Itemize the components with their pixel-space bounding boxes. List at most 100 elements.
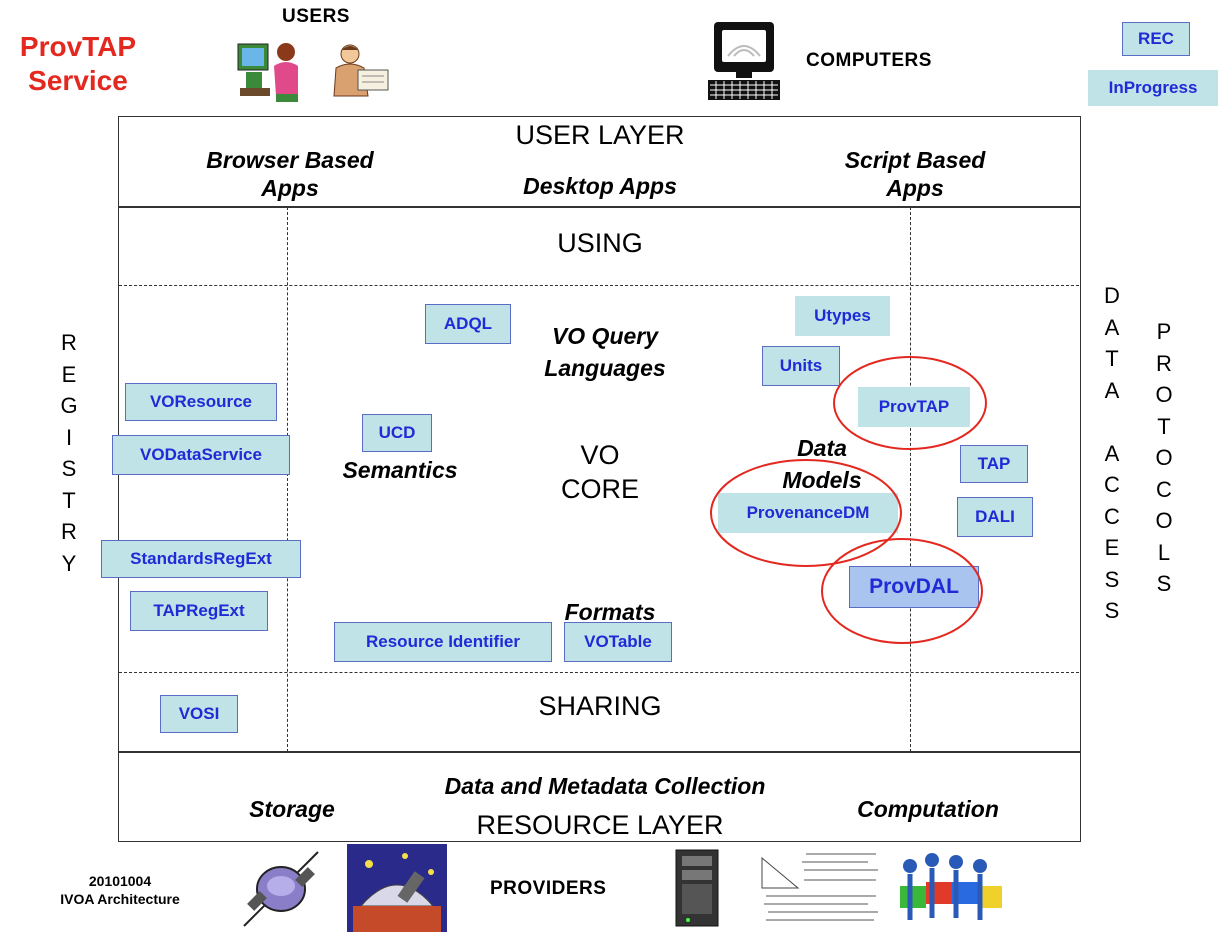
protocols-letter: L — [1157, 539, 1171, 565]
registry-letter: E — [61, 361, 77, 387]
provenancedm-highlight — [710, 459, 902, 567]
vo-core-line-2: CORE — [560, 474, 639, 504]
units-box: Units — [762, 346, 840, 386]
browser-line-1: Browser Based — [206, 147, 374, 173]
data-models-label: Data Models — [752, 432, 892, 496]
resource-layer-frame — [118, 751, 1081, 842]
registry-letter: G — [60, 393, 78, 418]
browser-line-2: Apps — [261, 175, 319, 201]
protocols-letter: O — [1155, 508, 1173, 533]
data-collection-label: Data and Metadata Collection — [444, 773, 766, 799]
computer-icon — [708, 22, 780, 100]
footer-date: 20101004 — [88, 873, 152, 889]
registry-letter: R — [61, 330, 77, 355]
protocols-letter: T — [1157, 413, 1171, 439]
dali-box: DALI — [957, 497, 1033, 537]
standardsregext-box: StandardsRegExt — [101, 540, 301, 578]
data-access-letter: C — [1104, 503, 1120, 529]
users-label: USERS — [282, 6, 350, 27]
satellite-icon — [243, 851, 319, 927]
query-line-1: VO Query — [551, 323, 659, 349]
protocols-letter: C — [1156, 476, 1172, 502]
provtap-highlight — [833, 356, 987, 450]
title-line-1: ProvTAP — [19, 31, 137, 62]
legend-rec: REC — [1122, 22, 1190, 56]
registry-divider — [287, 207, 288, 752]
registry-letter: Y — [61, 550, 77, 576]
page-title: ProvTAP Service — [8, 30, 148, 98]
votable-box: VOTable — [564, 622, 672, 662]
user-layer-frame — [118, 116, 1081, 208]
registry-letter: S — [61, 456, 77, 481]
sharing-divider — [119, 672, 1079, 673]
protocols-letter: O — [1155, 445, 1173, 470]
data-access-letter — [1097, 406, 1127, 438]
computers-label: COMPUTERS — [806, 50, 932, 71]
user-reading-icon — [333, 44, 389, 97]
registry-letter: I — [65, 424, 73, 450]
data-access-letter: A — [1104, 440, 1120, 466]
provdal-box: ProvDAL — [849, 566, 979, 608]
script-based-apps: Script Based Apps — [800, 146, 1030, 202]
script-line-1: Script Based — [844, 147, 986, 173]
using-divider — [119, 285, 1079, 286]
data-access-letter: T — [1105, 346, 1119, 371]
ucd-box: UCD — [362, 414, 432, 452]
protocols-letter: O — [1155, 382, 1173, 407]
observatory-icon — [347, 844, 447, 932]
provenancedm-box: ProvenanceDM — [718, 493, 898, 533]
semantics-label: Semantics — [342, 457, 458, 483]
data-access-letter: A — [1104, 314, 1120, 340]
title-line-2: Service — [28, 65, 128, 96]
footer-caption: 20101004 IVOA Architecture — [30, 872, 210, 908]
resource-identifier-box: Resource Identifier — [334, 622, 552, 662]
formats-label: Formats — [564, 599, 656, 625]
protocols-letter: S — [1156, 571, 1172, 596]
sharing-label: SHARING — [538, 691, 662, 721]
protocols-divider — [910, 207, 911, 752]
server-icon — [675, 849, 719, 927]
storage-label: Storage — [249, 796, 335, 822]
voresource-box: VOResource — [125, 383, 277, 421]
browser-based-apps: Browser Based Apps — [170, 146, 410, 202]
legend-inprogress: InProgress — [1088, 70, 1218, 106]
vodataservice-box: VODataService — [112, 435, 290, 475]
script-line-2: Apps — [886, 175, 944, 201]
protocols-letter: P — [1156, 319, 1172, 344]
data-access-letter: A — [1104, 377, 1120, 403]
provdal-highlight — [821, 538, 983, 644]
data-access-letter: S — [1104, 566, 1120, 592]
tap-box: TAP — [960, 445, 1028, 483]
query-line-2: Languages — [544, 355, 666, 381]
user-at-computer-icon — [237, 43, 298, 102]
providers-label: PROVIDERS — [490, 878, 607, 899]
footer-caption-text: IVOA Architecture — [60, 891, 180, 907]
adql-box: ADQL — [425, 304, 511, 344]
vo-core-label: VO CORE — [520, 438, 680, 506]
teamwork-puzzle-icon — [900, 853, 1002, 920]
data-access-letter: E — [1104, 535, 1120, 560]
registry-letter: T — [62, 487, 76, 513]
data-models-line-1: Data — [797, 435, 847, 461]
tapregext-box: TAPRegExt — [130, 591, 268, 631]
computation-label: Computation — [857, 796, 999, 822]
user-layer-title: USER LAYER — [515, 120, 685, 150]
data-access-letter: S — [1104, 598, 1120, 623]
resource-layer-title: RESOURCE LAYER — [476, 810, 724, 840]
data-access-letter: D — [1104, 283, 1120, 308]
utypes-box: Utypes — [795, 296, 890, 336]
vosi-box: VOSI — [160, 695, 238, 733]
math-formulas-icon — [758, 848, 882, 928]
query-languages-label: VO Query Languages — [500, 320, 710, 384]
using-label: USING — [557, 228, 643, 258]
registry-letter: R — [61, 519, 77, 544]
protocols-letter: R — [1156, 350, 1172, 376]
provtap-box: ProvTAP — [858, 387, 970, 427]
data-models-line-2: Models — [782, 467, 862, 493]
vo-core-line-1: VO — [580, 440, 620, 470]
vo-core-frame — [118, 206, 1081, 753]
